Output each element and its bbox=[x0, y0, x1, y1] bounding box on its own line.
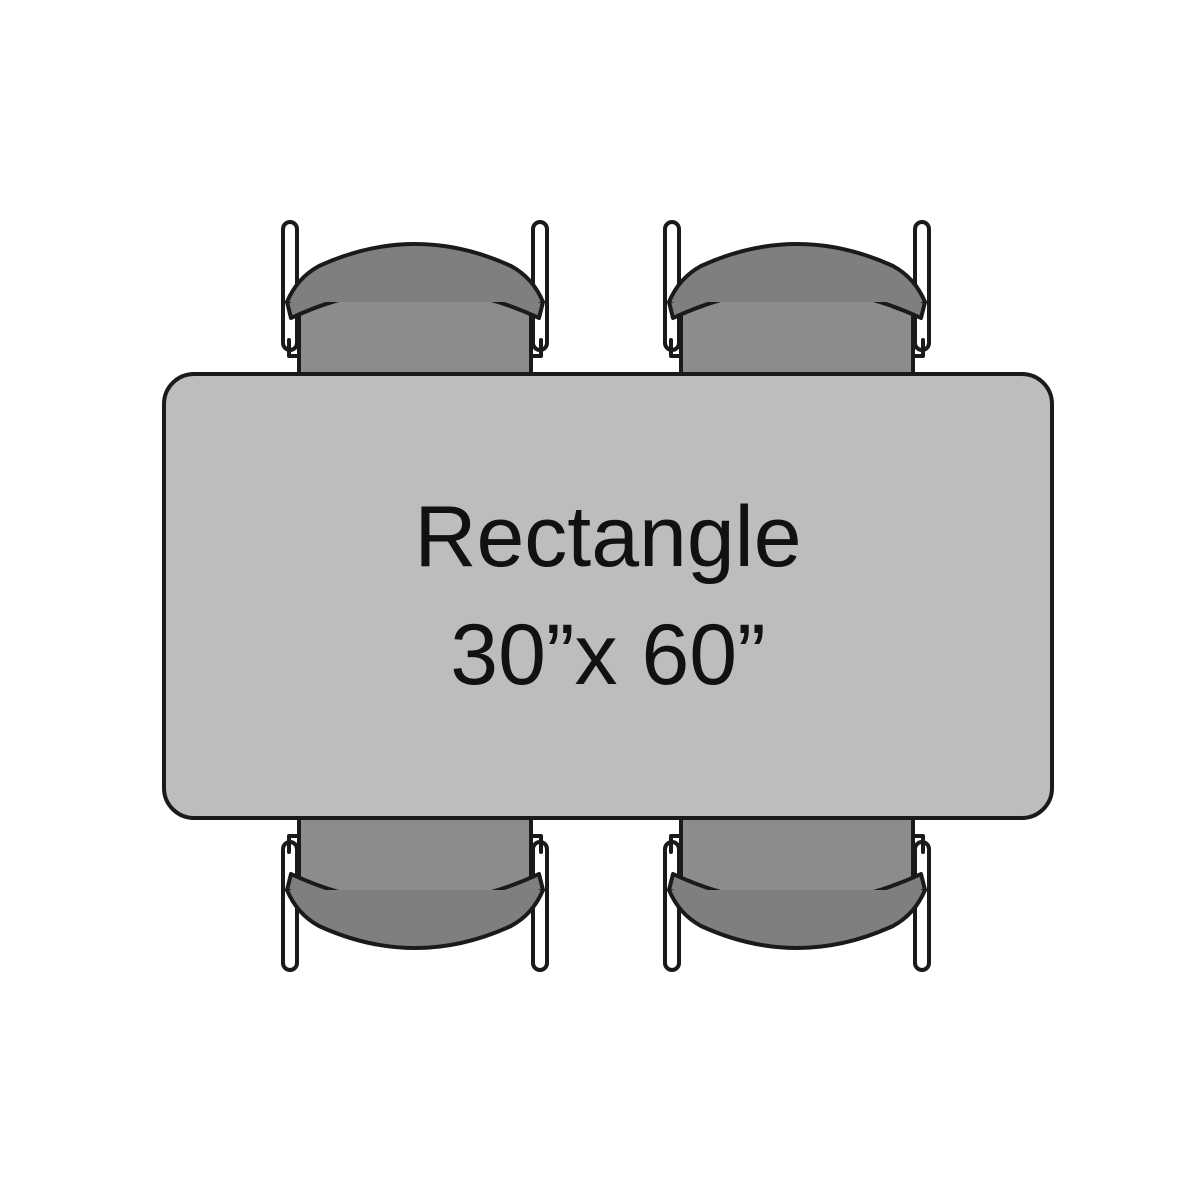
table-size-label: 30”x 60” bbox=[450, 607, 766, 703]
table-shape-label: Rectangle bbox=[414, 489, 801, 585]
chair-top-right bbox=[663, 220, 931, 388]
chair-bottom-left bbox=[281, 804, 549, 972]
chair-bottom-right bbox=[663, 804, 931, 972]
table-top bbox=[162, 372, 1054, 820]
chair-top-left bbox=[281, 220, 549, 388]
